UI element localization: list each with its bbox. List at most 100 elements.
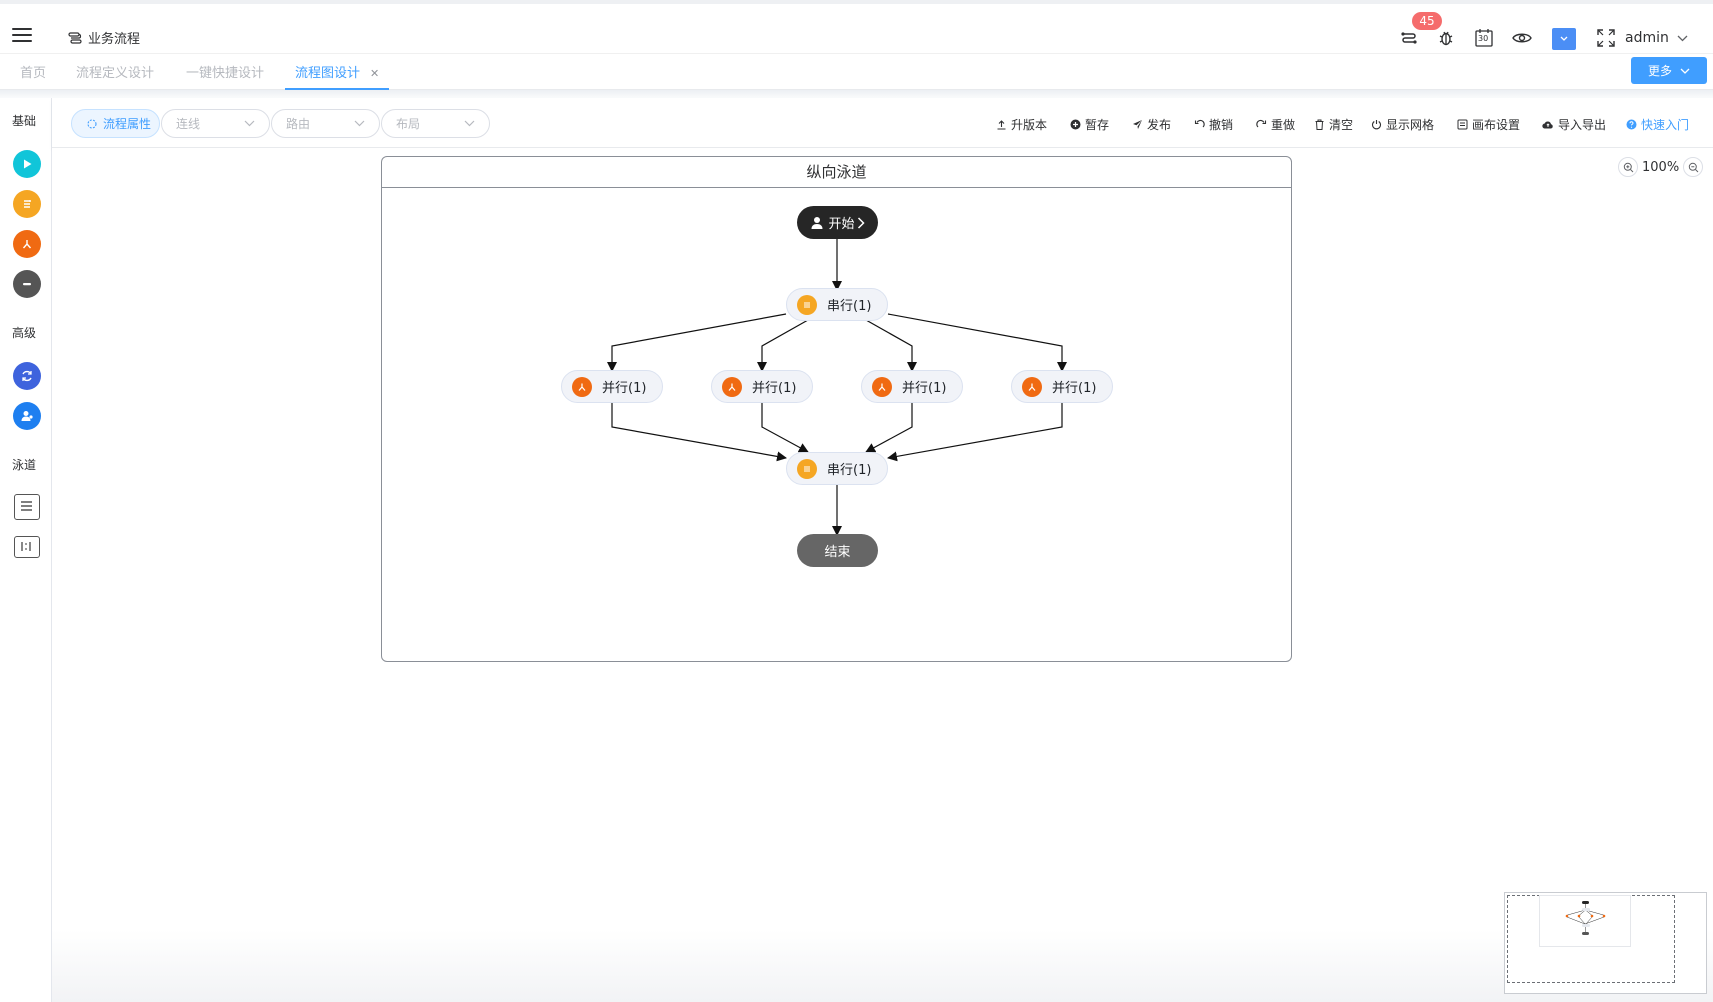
calendar-day: 30 xyxy=(1478,34,1489,43)
tab-label: 流程定义设计 xyxy=(76,66,155,81)
segment-connection[interactable]: 连线 xyxy=(161,109,270,138)
segment-route[interactable]: 路由 xyxy=(271,109,380,138)
show-grid-button[interactable]: 显示网格 xyxy=(1371,116,1434,133)
redo-button[interactable]: 重做 xyxy=(1256,116,1295,133)
serial-icon xyxy=(24,200,31,208)
tab-label: 首页 xyxy=(20,66,47,81)
eye-icon[interactable] xyxy=(1512,28,1532,48)
lane-vertical-icon xyxy=(21,501,32,511)
process-icon[interactable] xyxy=(1399,28,1419,48)
node-label: 并行(1) xyxy=(1052,381,1097,396)
plus-circle-icon xyxy=(1070,119,1081,130)
serial-node-top[interactable]: 串行(1) xyxy=(786,288,888,321)
redo-icon xyxy=(1256,119,1267,128)
vertical-lane-tool[interactable] xyxy=(14,494,40,520)
zoom-level: 100% xyxy=(1642,159,1680,175)
tab-quick-design[interactable]: 一键快捷设计 xyxy=(186,62,264,90)
end-node[interactable]: 结束 xyxy=(797,534,878,567)
chevron-right-icon xyxy=(857,216,865,229)
user-task-tool[interactable] xyxy=(13,402,41,430)
tab-flowchart-design[interactable]: 流程图设计 ✕ xyxy=(285,62,390,90)
parallel-node-4[interactable]: 并行(1) xyxy=(1011,370,1113,403)
close-icon[interactable]: ✕ xyxy=(370,67,380,80)
play-icon xyxy=(24,159,32,169)
user-icon xyxy=(811,216,823,229)
parallel-node-2[interactable]: 并行(1) xyxy=(711,370,813,403)
zoom-control: 100% xyxy=(1618,157,1704,177)
theme-picker[interactable] xyxy=(1552,28,1576,50)
parallel-node-1[interactable]: 并行(1) xyxy=(561,370,663,403)
segment-label: 流程属性 xyxy=(103,117,152,131)
user-icon xyxy=(21,411,33,421)
tab-process-definition[interactable]: 流程定义设计 xyxy=(76,62,154,90)
lane-horizontal-icon xyxy=(21,542,31,551)
save-draft-button[interactable]: 暂存 xyxy=(1070,116,1109,133)
fullscreen-icon[interactable] xyxy=(1596,28,1616,48)
tab-label: 流程图设计 xyxy=(295,66,361,81)
start-node-tool[interactable] xyxy=(13,150,41,178)
zoom-in-icon xyxy=(1623,162,1633,172)
designer-toolbar: 流程属性 连线 路由 布局 升版本 暂存 发布 撤销 xyxy=(52,98,1713,148)
parallel-icon xyxy=(872,376,892,397)
trash-icon xyxy=(1315,119,1324,130)
action-label: 撤销 xyxy=(1209,118,1234,132)
loop-node-tool[interactable] xyxy=(13,362,41,390)
chevron-down-icon xyxy=(464,120,475,127)
action-label: 重做 xyxy=(1271,118,1296,132)
canvas-bottom-shade xyxy=(52,930,1713,1002)
chevron-down-icon xyxy=(1680,68,1690,74)
menu-toggle-icon[interactable] xyxy=(12,28,32,44)
segment-label: 布局 xyxy=(396,117,421,131)
chevron-down-icon xyxy=(1560,36,1568,41)
minimap[interactable] xyxy=(1504,892,1707,994)
segment-label: 路由 xyxy=(286,117,311,131)
parallel-icon xyxy=(1022,376,1042,397)
group-label-lane: 泳道 xyxy=(12,458,37,472)
tab-label: 一键快捷设计 xyxy=(186,66,265,81)
import-export-button[interactable]: 导入导出 xyxy=(1542,116,1606,133)
zoom-out-button[interactable] xyxy=(1683,157,1704,177)
node-label: 开始 xyxy=(828,217,855,232)
tabs-divider xyxy=(0,90,1713,98)
node-label: 并行(1) xyxy=(902,381,947,396)
notification-badge: 45 xyxy=(1412,12,1442,30)
breadcrumb-label: 业务流程 xyxy=(88,32,141,47)
canvas-icon xyxy=(1457,119,1468,130)
parallel-node-3[interactable]: 并行(1) xyxy=(861,370,963,403)
user-menu[interactable]: admin xyxy=(1625,30,1688,46)
chevron-down-icon xyxy=(354,120,365,127)
calendar-icon[interactable]: 30 xyxy=(1473,28,1495,48)
vertical-swimlane[interactable]: 纵向泳道 xyxy=(381,156,1292,662)
zoom-in-button[interactable] xyxy=(1618,157,1638,177)
quick-start-button[interactable]: 快速入门 xyxy=(1626,116,1689,133)
tabs-bar: 首页 流程定义设计 一键快捷设计 流程图设计 ✕ xyxy=(0,54,1713,90)
canvas-settings-button[interactable]: 画布设置 xyxy=(1457,116,1520,133)
start-node[interactable]: 开始 xyxy=(797,206,878,239)
parallel-node-tool[interactable] xyxy=(13,230,41,258)
upgrade-version-button[interactable]: 升版本 xyxy=(996,116,1047,133)
action-label: 画布设置 xyxy=(1472,118,1521,132)
serial-icon xyxy=(797,294,817,315)
parallel-icon xyxy=(572,376,592,397)
action-label: 暂存 xyxy=(1085,118,1110,132)
undo-icon xyxy=(1194,119,1205,128)
tab-home[interactable]: 首页 xyxy=(20,62,46,90)
undo-button[interactable]: 撤销 xyxy=(1194,116,1233,133)
serial-icon xyxy=(797,458,817,479)
segment-layout[interactable]: 布局 xyxy=(381,109,490,138)
action-label: 清空 xyxy=(1329,118,1354,132)
publish-button[interactable]: 发布 xyxy=(1132,116,1171,133)
segment-process-properties[interactable]: 流程属性 xyxy=(71,109,160,138)
serial-node-tool[interactable] xyxy=(13,190,41,218)
serial-node-bottom[interactable]: 串行(1) xyxy=(786,452,888,485)
flow-canvas[interactable] xyxy=(52,148,1713,1002)
send-icon xyxy=(1133,120,1142,129)
node-label: 结束 xyxy=(824,545,851,560)
zoom-out-icon xyxy=(1688,162,1699,172)
more-button[interactable]: 更多 xyxy=(1631,57,1707,84)
bug-icon[interactable] xyxy=(1436,28,1456,48)
horizontal-lane-tool[interactable] xyxy=(14,536,40,558)
end-node-tool[interactable] xyxy=(13,270,41,298)
clear-button[interactable]: 清空 xyxy=(1314,116,1353,133)
swimlane-title: 纵向泳道 xyxy=(382,157,1291,188)
